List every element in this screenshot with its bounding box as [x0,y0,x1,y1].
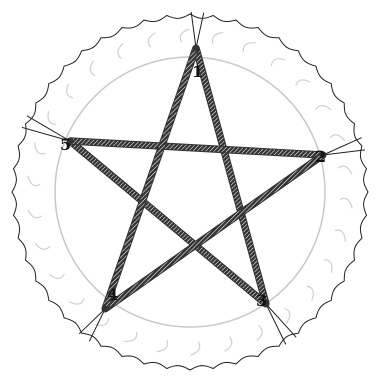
point-label-3: 3 [256,291,267,310]
notch-knot-1 [193,45,200,52]
point-label-2: 2 [315,147,326,166]
notch-knot-4 [102,306,109,313]
point-label-4: 4 [107,285,118,304]
point-label-1: 1 [192,62,203,81]
point-label-5: 5 [60,135,71,154]
